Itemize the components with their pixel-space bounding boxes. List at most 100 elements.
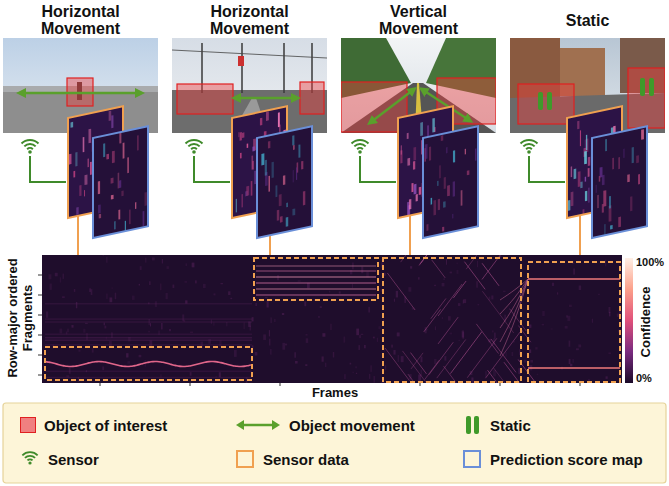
heat-noise	[463, 299, 466, 303]
heat-noise	[450, 333, 453, 335]
panel-streak	[580, 181, 582, 188]
heat-noise	[394, 299, 395, 302]
panel-streak	[425, 144, 428, 159]
heat-noise	[104, 323, 105, 326]
heat-noise	[492, 330, 493, 332]
panel-streak	[240, 153, 242, 159]
heat-noise	[443, 278, 445, 280]
sensor-wave	[521, 140, 538, 144]
legend-text: Static	[490, 417, 531, 434]
heat-noise	[352, 284, 353, 288]
heat-noise	[368, 307, 369, 313]
heat-noise	[305, 364, 307, 366]
legend-sample	[462, 415, 482, 435]
heat-noise	[576, 348, 579, 350]
sensor-icon	[186, 140, 203, 154]
heat-noise	[570, 364, 572, 367]
panel-streak	[73, 171, 75, 178]
heat-noise	[567, 316, 570, 321]
panel-streak	[121, 191, 123, 197]
heat-noise	[478, 304, 480, 305]
heat-noise	[295, 361, 298, 364]
heat-noise	[226, 322, 227, 326]
sensor-wave	[186, 140, 203, 144]
heat-noise	[208, 339, 211, 344]
legend-arrowhead	[272, 420, 280, 430]
panel-streak	[596, 185, 597, 193]
panel-streak	[443, 201, 446, 207]
track-line	[438, 317, 458, 344]
heat-noise	[325, 363, 326, 367]
legend-item: Object movement	[235, 413, 415, 437]
axis-tick	[420, 383, 421, 386]
heat-noise	[442, 283, 445, 286]
legend-text: Object movement	[289, 417, 415, 434]
heat-noise	[444, 356, 446, 360]
track-line	[402, 351, 427, 383]
heat-noise	[46, 311, 48, 317]
heat-noise	[255, 352, 258, 356]
legend-item: Sensor	[20, 447, 99, 471]
heat-noise	[228, 291, 230, 295]
legend-item: Static	[462, 413, 531, 437]
track-line	[453, 281, 466, 298]
panel-streak	[446, 147, 448, 153]
panel-streak	[84, 175, 87, 186]
heat-noise	[83, 329, 85, 333]
panel-streak	[75, 152, 77, 166]
heat-noise	[373, 376, 375, 383]
legend-outline	[237, 451, 253, 467]
heat-noise	[535, 347, 537, 349]
track-line	[500, 279, 528, 328]
legend-text: Prediction score map	[490, 451, 643, 468]
heat-noise	[256, 303, 257, 306]
heat-noise	[74, 289, 75, 292]
sensor-wave	[25, 456, 35, 458]
panel-streak	[407, 158, 410, 166]
panel-streak	[251, 181, 253, 196]
heat-noise	[306, 334, 308, 336]
panel-streak	[111, 115, 113, 128]
panel-streak	[444, 177, 446, 189]
heat-noise	[463, 300, 465, 304]
panel-streak	[112, 151, 115, 164]
heat-noise	[378, 326, 380, 329]
panel-streak	[426, 224, 428, 231]
panel-streak	[283, 175, 285, 185]
panel-streak	[407, 133, 409, 139]
heat-noise	[109, 297, 112, 302]
panel-streak	[98, 204, 101, 213]
panel-streak	[475, 148, 477, 160]
sensor-wave	[357, 148, 363, 149]
track-line	[256, 295, 376, 296]
heat-noise	[102, 366, 104, 370]
pole	[283, 43, 285, 93]
heat-noise	[50, 284, 52, 290]
track-line	[429, 342, 453, 375]
heat-noise	[592, 319, 593, 323]
heat-noise	[55, 273, 58, 276]
heat-noise	[573, 268, 575, 274]
heat-line	[45, 377, 252, 378]
panel-border	[592, 126, 647, 238]
legend-text: Sensor	[48, 451, 99, 468]
panel-streak	[242, 194, 243, 207]
axis-tick	[38, 335, 42, 336]
heat-noise	[512, 352, 514, 356]
panel-streak	[268, 176, 270, 192]
heat-panel	[257, 126, 312, 238]
track-line	[387, 273, 415, 310]
heat-noise	[184, 281, 187, 283]
panel-streak	[453, 150, 455, 162]
panel-streak	[578, 171, 581, 187]
heat-noise	[397, 332, 400, 336]
panel-streak	[599, 176, 600, 182]
colorbar-label: Confidence	[638, 277, 653, 367]
heat-noise	[294, 352, 295, 358]
panel-ground	[592, 126, 647, 238]
heat-noise	[282, 313, 284, 315]
sensor-dot	[358, 150, 362, 154]
segment-box	[45, 347, 252, 380]
sensor-wave	[191, 148, 197, 149]
panel-streak	[618, 157, 619, 169]
